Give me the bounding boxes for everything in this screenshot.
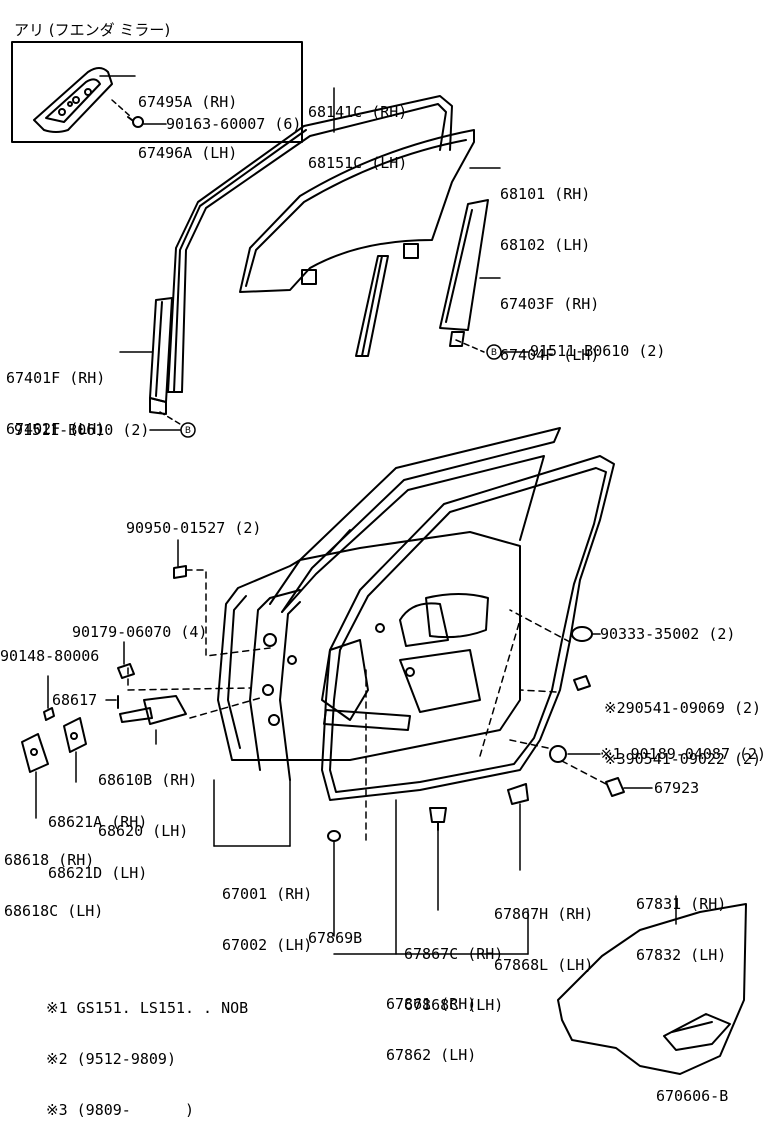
callout-B-right [486, 344, 502, 360]
door-glass [239, 129, 475, 293]
cap-67923 [605, 777, 625, 797]
clip-67867C [429, 807, 447, 831]
label-67831-rh: 67831 (RH) [636, 895, 727, 913]
label-68101: 68101 (RH) 68102 (LH) [500, 152, 590, 271]
hinge-68621 [63, 717, 87, 753]
glass-run-channel [167, 95, 453, 393]
clip-90189 [549, 745, 567, 763]
window-rear-channel [355, 255, 389, 357]
label-67403F-rh: 67403F (RH) [500, 295, 600, 313]
leader-91511-right [455, 339, 485, 353]
label-67495A-rh: 67495A (RH) [138, 93, 238, 111]
label-90541-09069: ※290541-09069 (2) [604, 699, 762, 717]
label-91511-right: 91511-B0610 (2) [530, 342, 666, 360]
label-67867C-rh: 67867C (RH) [404, 945, 504, 963]
label-67496A-lh: 67496A (LH) [138, 144, 238, 162]
clip-67867H [507, 783, 529, 805]
label-90179: 90179-06070 (4) [72, 623, 208, 641]
mirror-screw [127, 116, 144, 128]
plug-90333 [571, 626, 593, 642]
label-68610B: 68610B (RH) 68620 (LH) [98, 738, 197, 857]
footnote-1: ※1 GS151. LS151. . NOB [46, 999, 249, 1017]
channel-67403 [439, 199, 489, 347]
label-67868C-lh: 67868C (LH) [404, 996, 504, 1014]
inset-box [11, 41, 303, 143]
label-67001: 67001 (RH) 67002 (LH) [222, 852, 312, 971]
label-90189: ※1 90189-04087 (2) [600, 745, 766, 763]
dashed-mounting-lines [127, 569, 607, 841]
label-67868L-lh: 67868L (LH) [494, 956, 594, 974]
label-90163: 90163-60007 (6) [166, 115, 302, 133]
label-67401F: 67401F (RH) 67402F (LH) [6, 336, 105, 455]
label-90950: 90950-01527 (2) [126, 519, 262, 537]
label-67403F: 67403F (RH) 67404F (LH) [500, 262, 599, 381]
clip-90950 [173, 565, 187, 579]
label-68621A: 68621A (RH) 68621D (LH) [48, 780, 147, 899]
leader-91511-left [159, 411, 181, 425]
label-68621D-lh: 68621D (LH) [48, 864, 148, 882]
clip-90541 [573, 675, 591, 691]
door-panel [217, 427, 561, 781]
label-67862-lh: 67862 (LH) [386, 1046, 477, 1064]
parts-diagram: B B アリ (フエンダ ミラー) 67495A (RH) 67496A (LH… [0, 21, 766, 1119]
label-67401F-rh: 67401F (RH) [6, 369, 106, 387]
label-68618-rh: 68618 (RH) [4, 851, 95, 869]
label-68621A-rh: 68621A (RH) [48, 813, 148, 831]
door-check-68610 [117, 695, 187, 725]
label-68618C-lh: 68618C (LH) [4, 902, 104, 920]
screw-90148 [43, 675, 55, 721]
label-90541-09022: ※390541-09022 (2) [604, 750, 762, 768]
service-hole-cover [557, 903, 747, 1075]
fender-mirror-base [33, 67, 113, 133]
label-68610B-rh: 68610B (RH) [98, 771, 198, 789]
label-91511-left: 91511-B0610 (2) [14, 421, 150, 439]
label-68102-lh: 68102 (LH) [500, 236, 591, 254]
clip-67869B [327, 830, 341, 842]
label-67402F-lh: 67402F (LH) [6, 420, 106, 438]
label-67861-rh: 67861 (RH) [386, 995, 477, 1013]
exploded-view-artwork: B B [11, 41, 747, 1075]
label-68617: 68617 [52, 691, 98, 709]
label-67404F-lh: 67404F (LH) [500, 346, 600, 364]
diagram-code: 670606-B [656, 1087, 729, 1105]
label-90148: 90148-80006 [0, 647, 100, 665]
label-68618: 68618 (RH) 68618C (LH) [4, 818, 103, 937]
footnote-2: ※2 (9512-9809) [46, 1050, 176, 1068]
label-67002-lh: 67002 (LH) [222, 936, 313, 954]
inset-title: アリ (フエンダ ミラー) [14, 21, 171, 39]
label-68620-lh: 68620 (LH) [98, 822, 189, 840]
door-weatherstrip [321, 455, 615, 801]
label-67495A: 67495A (RH) 67496A (LH) [138, 60, 237, 179]
label-68141C: 68141C (RH) 68151C (LH) [308, 70, 407, 189]
callout-B-right-text: B [491, 348, 497, 358]
label-67923: 67923 [654, 779, 700, 797]
label-68101-rh: 68101 (RH) [500, 185, 591, 203]
footnote-3: ※3 (9809- ) [46, 1101, 195, 1119]
nut-90179 [117, 663, 135, 679]
label-67001-rh: 67001 (RH) [222, 885, 313, 903]
label-68141C-rh: 68141C (RH) [308, 103, 408, 121]
footnotes: ※1 GS151. LS151. . NOB ※2 (9512-9809) ※3… [46, 966, 248, 1136]
label-67867H: 67867H (RH) 67868L (LH) [494, 872, 593, 991]
label-67832-lh: 67832 (LH) [636, 946, 727, 964]
label-67869B: 67869B [308, 929, 363, 947]
channel-67401 [149, 297, 173, 415]
label-67831: 67831 (RH) 67832 (LH) [636, 862, 726, 981]
callout-B-left [180, 422, 196, 438]
label-90333: 90333-35002 (2) [600, 625, 736, 643]
hinge-68618 [21, 733, 49, 773]
callout-B-text: B B [185, 348, 497, 436]
leader-lines-inset [99, 75, 167, 125]
label-68151C-lh: 68151C (LH) [308, 154, 408, 172]
label-67861: 67861 (RH) 67862 (LH) [386, 962, 476, 1081]
label-90541: ※290541-09069 (2) ※390541-09022 (2) [604, 666, 761, 785]
callout-B-left-text: B [185, 426, 191, 436]
label-67867C: 67867C (RH) 67868C (LH) [404, 912, 503, 1031]
label-67867H-rh: 67867H (RH) [494, 905, 594, 923]
